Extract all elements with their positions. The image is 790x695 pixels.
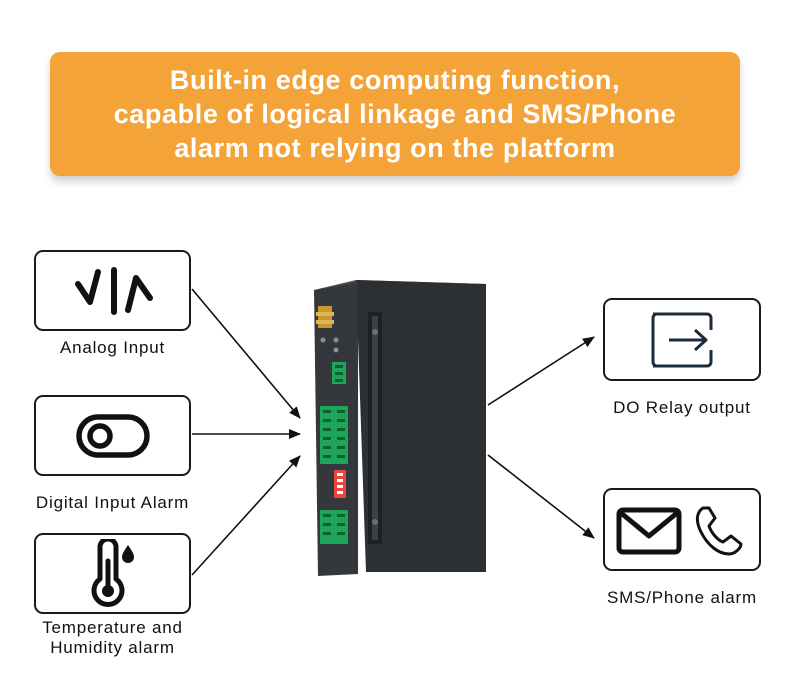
sms-phone-label: SMS/Phone alarm bbox=[607, 588, 757, 607]
digital-input-card bbox=[34, 395, 191, 476]
temperature-label-line-1: Temperature and bbox=[42, 618, 183, 637]
sms-phone-card bbox=[603, 488, 761, 571]
relay-terminal-block-a bbox=[320, 510, 334, 544]
envelope-icon bbox=[616, 507, 682, 554]
temperature-humidity-card bbox=[34, 533, 191, 614]
relay-terminal-block-b bbox=[334, 510, 348, 544]
gateway-device bbox=[314, 280, 486, 576]
temperature-label-line-2: Humidity alarm bbox=[50, 638, 175, 657]
sms-phone-icons bbox=[616, 506, 743, 555]
arrow-device-to-sms bbox=[487, 454, 595, 539]
headline-line-1: Built-in edge computing function, bbox=[169, 65, 621, 95]
headline-line-2: capable of logical linkage and SMS/Phone bbox=[113, 99, 677, 129]
phone-icon bbox=[695, 506, 743, 555]
arrow-temperature-to-device bbox=[191, 455, 301, 576]
analog-input-card bbox=[34, 250, 191, 331]
exit-arrow-icon bbox=[651, 312, 713, 367]
relay-output-label: DO Relay output bbox=[613, 398, 751, 417]
headline-line-3: alarm not relying on the platform bbox=[174, 133, 616, 163]
digital-input-label: Digital Input Alarm bbox=[35, 493, 190, 512]
arrow-device-to-relay bbox=[487, 336, 595, 406]
antenna-connector-icon bbox=[316, 306, 334, 328]
analog-signal-icon bbox=[74, 266, 153, 315]
analog-input-label: Analog Input bbox=[59, 338, 166, 357]
thermometer-icon bbox=[91, 538, 134, 607]
device-side-panel bbox=[356, 280, 486, 572]
arrow-analog-to-device bbox=[191, 288, 301, 419]
headline-banner: Built-in edge computing function, capabl… bbox=[50, 52, 740, 176]
relay-output-card bbox=[603, 298, 761, 381]
toggle-switch-icon bbox=[75, 413, 150, 458]
